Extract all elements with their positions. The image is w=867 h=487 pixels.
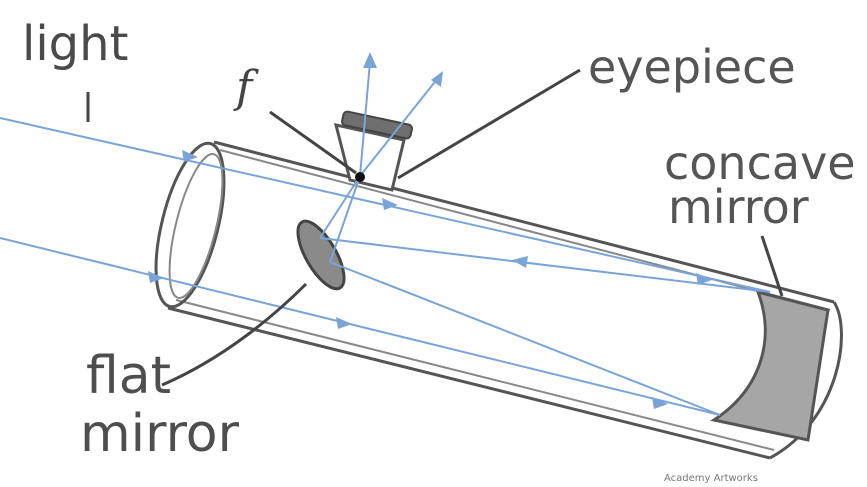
arrow-incoming-top-1 [182, 150, 198, 162]
flat-mirror-leader [161, 282, 308, 387]
reflected-ray-upper [319, 237, 771, 293]
arrow-incoming-bottom-1 [148, 271, 164, 283]
arrow-incoming-bottom-2 [336, 317, 352, 329]
eyepiece-leader [397, 68, 581, 180]
eyepiece-label: eyepiece [588, 40, 796, 94]
ray-arrowheads [148, 52, 712, 409]
tube-opening [154, 141, 226, 309]
tube-opening-inner [168, 153, 224, 299]
arrow-incoming-top-3 [696, 273, 712, 285]
light-label: light [22, 16, 129, 72]
leader-lines [86, 68, 784, 387]
flat-mirror-label-line2: mirror [80, 404, 239, 464]
tube-bottom-edge-inner [175, 299, 775, 451]
image-credit: Academy Artworks [664, 473, 758, 484]
concave-mirror-label-line2: mirror [668, 180, 809, 234]
telescope-tube [154, 140, 843, 460]
concave-mirror-label-line1: concave [664, 136, 856, 190]
incoming-ray-bottom [0, 237, 721, 416]
focus-leader [269, 110, 357, 175]
arrow-exit-right [431, 71, 443, 87]
tube-rear-end [769, 301, 843, 460]
flat-mirror-label-line1: flat [86, 346, 172, 406]
focal-point [355, 172, 365, 182]
exit-ray-left [359, 61, 371, 177]
concave-mirror [710, 289, 830, 442]
reflected-ray-lower [329, 261, 721, 416]
to-focus-ray-b [329, 175, 361, 263]
flat-mirror [296, 219, 346, 291]
tube-top-edge [213, 140, 835, 304]
exit-ray-right [359, 77, 439, 177]
focal-point-label: f [236, 62, 253, 113]
concave-mirror-leader [760, 235, 784, 297]
arrow-incoming-top-2 [382, 198, 398, 210]
to-focus-ray-a [319, 175, 361, 239]
arrow-reflected-upper [512, 256, 528, 268]
arrow-exit-left [363, 52, 377, 68]
tube-bottom-edge [167, 306, 771, 460]
arrow-incoming-bottom-3 [652, 397, 668, 409]
